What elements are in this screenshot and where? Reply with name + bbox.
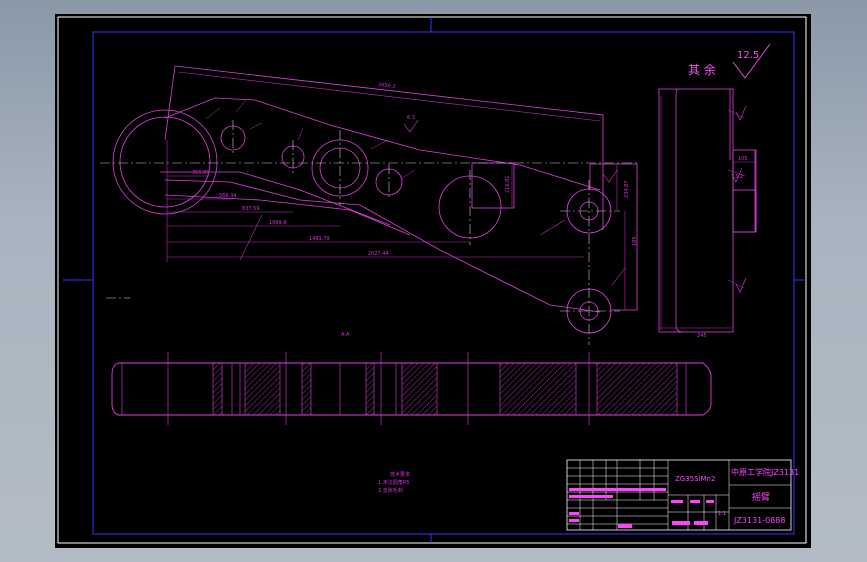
dim-3-2: 3.2 [735,174,743,180]
dim-234: 234.87 [624,181,630,199]
dim-355: 355.89 [192,170,210,176]
inner-border [92,31,795,535]
title-part-name: 摇臂 [752,491,770,503]
dim-566: 566.34 [219,193,237,199]
dim-105: 105 [738,156,748,162]
side-view [658,88,757,333]
tech-req-item-1: 1.未注圆角R5 [378,479,409,486]
tech-requirements: 技术要求 1.未注圆角R5 2.去除毛刺 [378,471,410,494]
roughness-label: 其 余 [688,62,716,77]
dim-245: 245 [697,333,707,339]
dim-2656: 2656.2 [378,82,396,90]
title-material: ZG35SiMn2 [675,475,715,483]
title-block: ZG35SiMn2 中原工学院JZ3131 摇臂 JZ3131-0888 1:1 [566,459,799,531]
dim-185: 185 [632,236,638,246]
dimension-labels: 2656.2 2027.44 1461.79 1069.8 837.59 566… [192,82,638,257]
section-view [111,352,712,425]
roughness-value: 12.5 [737,50,759,61]
title-scale: 1:1 [718,511,726,517]
title-drawing-number: JZ3131-0888 [733,516,785,525]
tech-req-title: 技术要求 [390,471,410,478]
dim-837: 837.59 [242,206,260,212]
tech-req-item-2: 2.去除毛刺 [378,487,403,494]
general-roughness: 其 余 12.5 [688,43,771,79]
title-institution: 中原工学院JZ3131 [731,467,799,477]
centering-marks [63,17,806,543]
dim-1461: 1461.79 [309,236,330,242]
drawing-sheet [55,14,811,548]
centerlines [100,120,640,345]
section-label: A-A [341,332,350,338]
dim-6-3: 6.3 [407,115,415,121]
dim-1069: 1069.8 [269,220,287,226]
side-view-labels: 245 105 3.2 [697,156,748,339]
dim-216: 216.81 [505,176,511,194]
dim-2027: 2027.44 [368,251,389,257]
roughness-symbols [403,119,618,183]
